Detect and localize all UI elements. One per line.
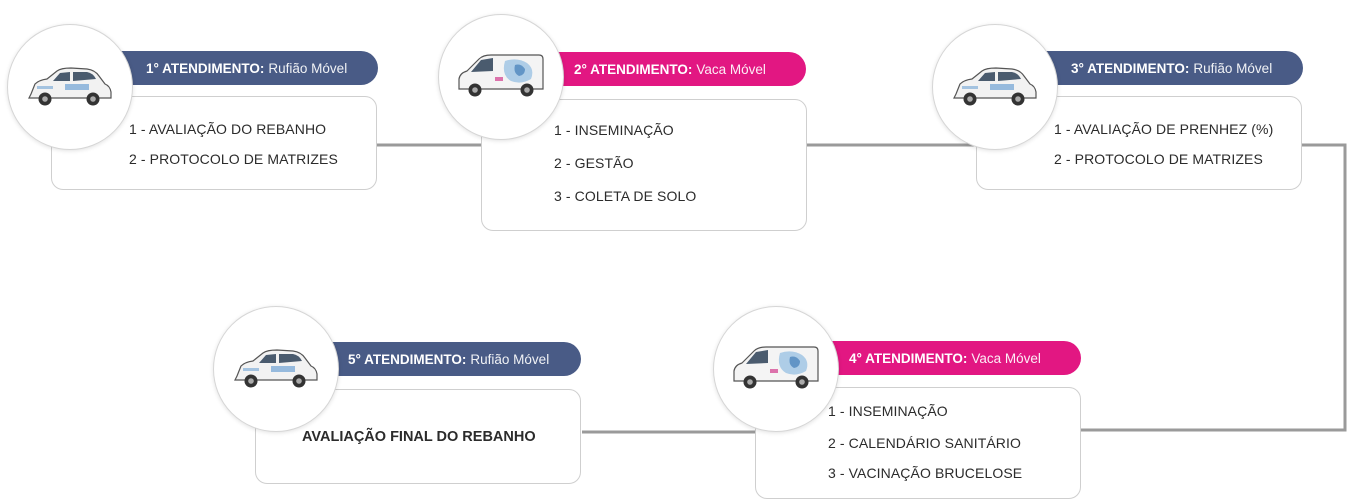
visit-5-header: 5° ATENDIMENTO: Rufião Móvel xyxy=(315,342,581,376)
connector-3-4 xyxy=(1080,143,1347,432)
visit-4-vehicle-badge xyxy=(713,306,839,432)
visit-card-5: AVALIAÇÃO FINAL DO REBANHO 5° ATENDIMENT… xyxy=(205,290,605,500)
visit-1-vehicle-badge xyxy=(7,24,133,150)
visit-3-item-1: 1 - AVALIAÇÃO DE PRENHEZ (%) xyxy=(1054,121,1274,137)
visit-2-vehicle-badge xyxy=(438,14,564,140)
visit-5-label: 5° ATENDIMENTO: xyxy=(348,351,467,367)
visit-5-vehicle-badge xyxy=(213,306,339,432)
van-icon xyxy=(455,51,547,103)
visit-4-type: Vaca Móvel xyxy=(971,350,1041,366)
visit-5-type: Rufião Móvel xyxy=(470,351,550,367)
van-icon xyxy=(730,343,822,395)
visit-3-label: 3° ATENDIMENTO: xyxy=(1071,60,1190,76)
visit-3-header: 3° ATENDIMENTO: Rufião Móvel xyxy=(1035,51,1303,85)
visit-1-item-2: 2 - PROTOCOLO DE MATRIZES xyxy=(129,151,338,167)
visit-3-item-2: 2 - PROTOCOLO DE MATRIZES xyxy=(1054,151,1263,167)
visit-1-header: 1° ATENDIMENTO: Rufião Móvel xyxy=(110,51,378,85)
visit-2-item-1: 1 - INSEMINAÇÃO xyxy=(554,122,674,138)
visit-1-label: 1° ATENDIMENTO: xyxy=(146,60,265,76)
visit-3-type: Rufião Móvel xyxy=(1193,60,1273,76)
visit-3-box: 1 - AVALIAÇÃO DE PRENHEZ (%) 2 - PROTOCO… xyxy=(976,96,1302,190)
visit-card-1: 1 - AVALIAÇÃO DO REBANHO 2 - PROTOCOLO D… xyxy=(0,0,420,200)
visit-3-vehicle-badge xyxy=(932,24,1058,150)
visit-2-item-3: 3 - COLETA DE SOLO xyxy=(554,188,697,204)
visit-5-final-text: AVALIAÇÃO FINAL DO REBANHO xyxy=(302,429,536,445)
visit-2-label: 2° ATENDIMENTO: xyxy=(574,61,693,77)
visit-4-item-1: 1 - INSEMINAÇÃO xyxy=(828,403,948,419)
visit-4-label: 4° ATENDIMENTO: xyxy=(849,350,968,366)
car-icon xyxy=(231,344,321,394)
visit-1-item-1: 1 - AVALIAÇÃO DO REBANHO xyxy=(129,121,327,137)
visit-4-header: 4° ATENDIMENTO: Vaca Móvel xyxy=(815,341,1081,375)
visit-2-type: Vaca Móvel xyxy=(696,61,766,77)
visit-4-item-3: 3 - VACINAÇÃO BRUCELOSE xyxy=(828,465,1023,481)
car-icon xyxy=(25,62,115,112)
visit-card-2: 1 - INSEMINAÇÃO 2 - GESTÃO 3 - COLETA DE… xyxy=(430,0,820,240)
visit-1-type: Rufião Móvel xyxy=(268,60,348,76)
visit-card-4: 1 - INSEMINAÇÃO 2 - CALENDÁRIO SANITÁRIO… xyxy=(705,290,1105,503)
visit-2-header: 2° ATENDIMENTO: Vaca Móvel xyxy=(540,52,806,86)
visit-2-item-2: 2 - GESTÃO xyxy=(554,155,634,171)
visit-2-box: 1 - INSEMINAÇÃO 2 - GESTÃO 3 - COLETA DE… xyxy=(481,99,807,231)
car-icon xyxy=(950,62,1040,112)
visit-4-item-2: 2 - CALENDÁRIO SANITÁRIO xyxy=(828,435,1021,451)
visit-card-3: 1 - AVALIAÇÃO DE PRENHEZ (%) 2 - PROTOCO… xyxy=(925,0,1325,200)
